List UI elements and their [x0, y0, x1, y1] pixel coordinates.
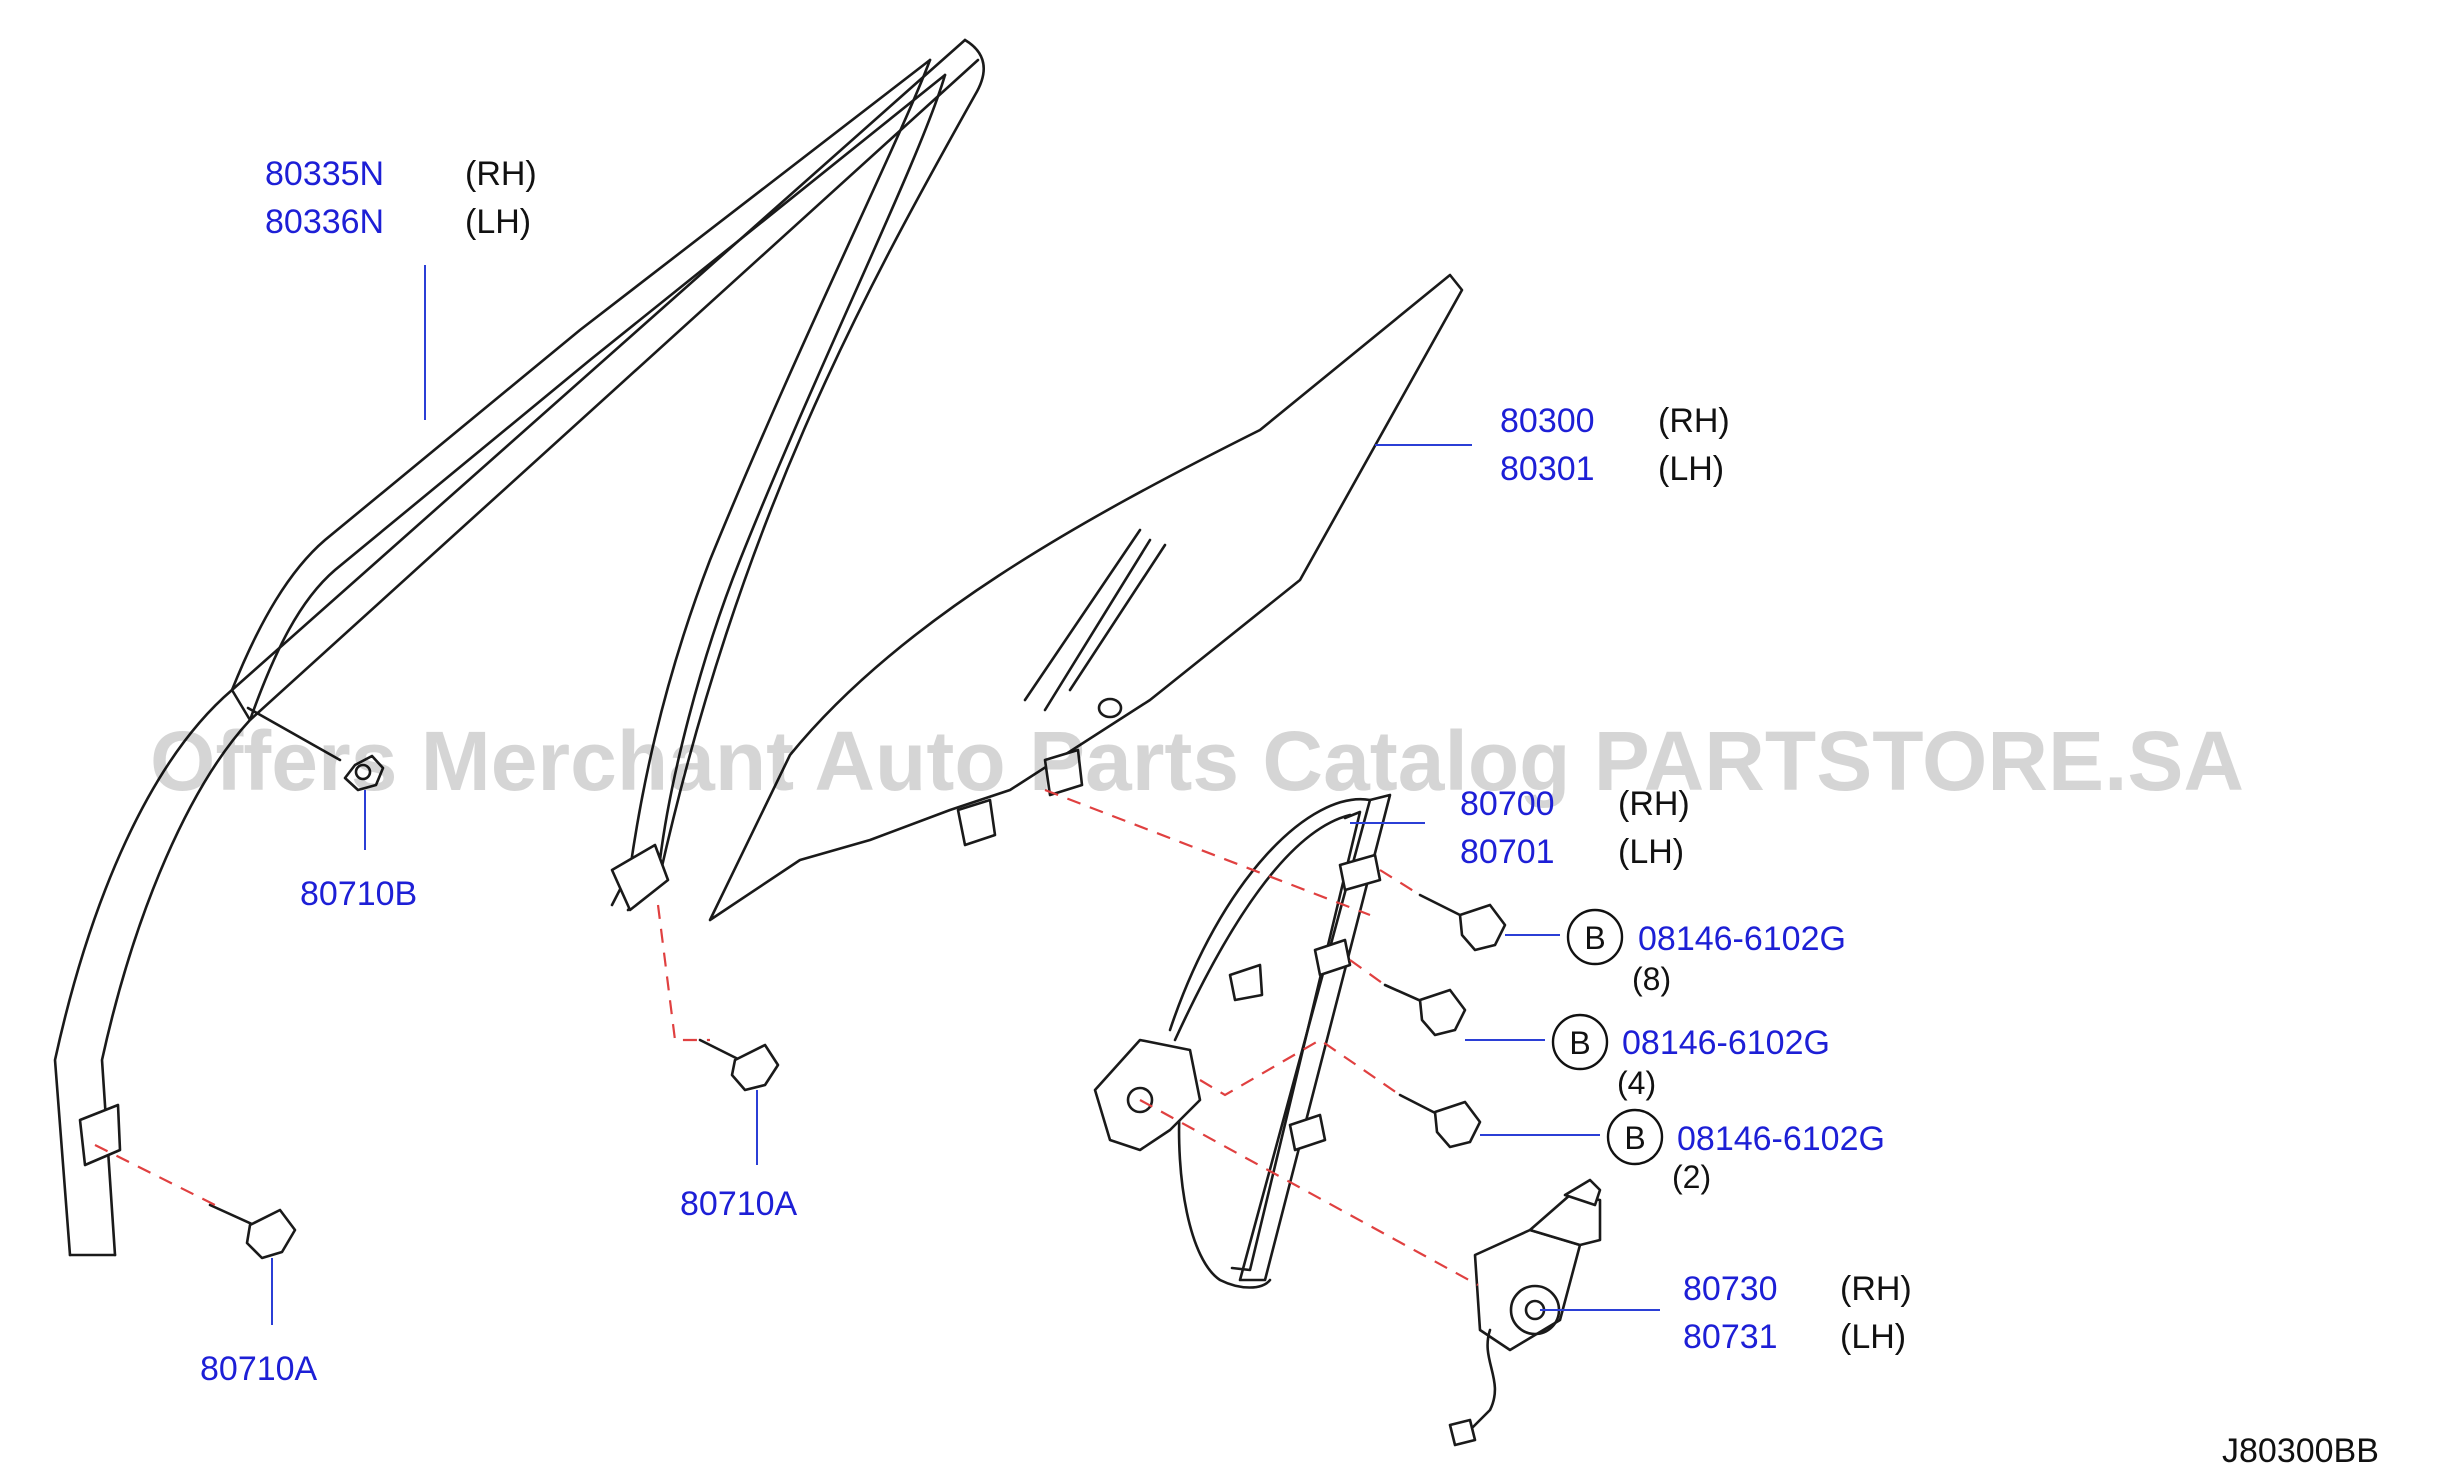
callout-bolt-b-3: B 08146-6102G (2): [1606, 1108, 1885, 1195]
bolt-b-middle[interactable]: [1383, 983, 1467, 1037]
side-label-rh: (RH): [465, 155, 537, 193]
clip-80710b[interactable]: [246, 706, 385, 792]
bolt-letter-b: B: [1624, 1120, 1645, 1156]
callout-glass: 80300 (RH) 80301 (LH): [1500, 402, 1730, 488]
side-label-lh: (LH): [465, 203, 531, 241]
side-label-lh: (LH): [1658, 450, 1724, 488]
watermark: Offers Merchant Auto Parts Catalog PARTS…: [150, 714, 2244, 808]
bolt-b-lower[interactable]: [1398, 1093, 1482, 1149]
quantity-label: (2): [1672, 1159, 1711, 1195]
bolt-80710a-mid[interactable]: [698, 1038, 780, 1092]
part-number-80336n[interactable]: 80336N: [265, 203, 384, 241]
bolt-letter-b: B: [1569, 1025, 1590, 1061]
part-number-80301[interactable]: 80301: [1500, 450, 1595, 488]
bolt-80710a-low[interactable]: [208, 1203, 297, 1260]
callout-regulator: 80700 (RH) 80701 (LH): [1460, 785, 1690, 871]
window-motor[interactable]: [1448, 1178, 1602, 1447]
callout-motor: 80730 (RH) 80731 (LH): [1683, 1270, 1912, 1356]
leader-lines: [271, 265, 1660, 1325]
quantity-label: (8): [1632, 961, 1671, 997]
part-number-80300[interactable]: 80300: [1500, 402, 1595, 440]
dashed-guides: [94, 788, 1479, 1286]
bolt-letter-b: B: [1584, 920, 1605, 956]
callout-bolt-b-2: B 08146-6102G (4): [1551, 1013, 1830, 1101]
callout-sash: 80335N (RH) 80336N (LH): [265, 155, 537, 241]
door-sash-channel[interactable]: [53, 38, 985, 1257]
part-number-08146-6102g[interactable]: 08146-6102G: [1677, 1120, 1885, 1158]
part-number-80731[interactable]: 80731: [1683, 1318, 1778, 1356]
part-number-80701[interactable]: 80701: [1460, 833, 1555, 871]
part-number-80700[interactable]: 80700: [1460, 785, 1555, 823]
part-number-80710b[interactable]: 80710B: [300, 875, 417, 913]
side-label-rh: (RH): [1618, 785, 1690, 823]
part-number-80710a-mid[interactable]: 80710A: [680, 1185, 798, 1223]
quantity-label: (4): [1617, 1065, 1656, 1101]
part-number-08146-6102g[interactable]: 08146-6102G: [1622, 1024, 1830, 1062]
side-label-lh: (LH): [1840, 1318, 1906, 1356]
part-number-80335n[interactable]: 80335N: [265, 155, 384, 193]
part-number-08146-6102g[interactable]: 08146-6102G: [1638, 920, 1846, 958]
part-number-80730[interactable]: 80730: [1683, 1270, 1778, 1308]
bolt-b-upper[interactable]: [1418, 893, 1507, 952]
part-number-80710a-low[interactable]: 80710A: [200, 1350, 318, 1388]
window-regulator[interactable]: [1093, 793, 1392, 1289]
side-label-rh: (RH): [1658, 402, 1730, 440]
side-label-lh: (LH): [1618, 833, 1684, 871]
callout-bolt-b-1: B 08146-6102G (8): [1566, 908, 1846, 997]
side-label-rh: (RH): [1840, 1270, 1912, 1308]
door-glass[interactable]: [708, 273, 1464, 922]
diagram-code: J80300BB: [2222, 1432, 2379, 1470]
